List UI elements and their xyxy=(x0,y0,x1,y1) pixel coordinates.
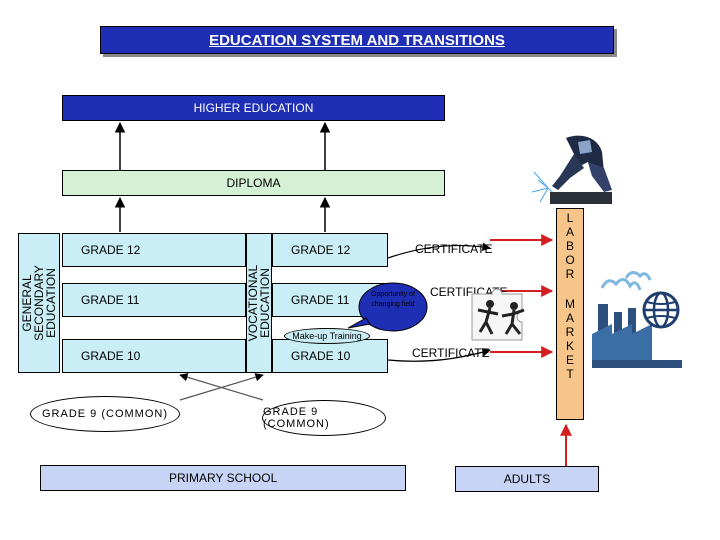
labor-letter: B xyxy=(565,239,574,253)
arrow-to-certificate-bottom xyxy=(387,348,491,362)
vocational-grade-12: GRADE 12 xyxy=(272,233,388,267)
certificate-label-bottom: CERTIFICATE xyxy=(412,346,490,360)
labor-letter: O xyxy=(565,253,575,267)
welder-illustration xyxy=(530,132,612,204)
vocational-grade-10: GRADE 10 xyxy=(272,339,388,373)
general-track-label: GENERAL SECONDARY EDUCATION xyxy=(20,265,58,341)
labor-letter: L xyxy=(566,211,574,225)
primary-school-box: PRIMARY SCHOOL xyxy=(40,465,406,491)
general-grade-11: GRADE 11 xyxy=(62,283,246,317)
grade9-general: GRADE 9 (COMMON) xyxy=(30,396,180,432)
general-grade-10: GRADE 10 xyxy=(62,339,246,373)
page-title: EDUCATION SYSTEM AND TRANSITIONS xyxy=(100,26,614,54)
puzzle-people-illustration xyxy=(471,288,525,341)
labor-letter: R xyxy=(565,267,575,281)
market-letter: T xyxy=(566,367,574,381)
certificate-label-top: CERTIFICATE xyxy=(415,242,493,256)
market-letter: A xyxy=(565,311,574,325)
callout-bubble xyxy=(347,282,428,332)
higher-education-box: HIGHER EDUCATION xyxy=(62,95,445,121)
vocational-track-label-box: VOCATIONAL EDUCATION xyxy=(246,233,272,373)
arrow-to-certificate-top xyxy=(387,242,491,259)
callout-text: Opportunity of changing field xyxy=(371,291,415,308)
vocational-track-label: VOCATIONAL EDUCATION xyxy=(246,264,272,342)
market-letter: R xyxy=(565,325,575,339)
market-letter: K xyxy=(565,339,574,353)
labor-market-column: L A B O R M A R K E T xyxy=(556,208,584,420)
market-letter: M xyxy=(565,297,575,311)
market-letter: E xyxy=(565,353,574,367)
globe-icon xyxy=(642,291,680,329)
general-grade-12: GRADE 12 xyxy=(62,233,246,267)
labor-letter: A xyxy=(565,225,574,239)
grade9-vocational: GRADE 9 (COMMON) xyxy=(262,400,386,436)
diploma-box: DIPLOMA xyxy=(62,170,445,196)
makeup-training-pill: Make-up Training xyxy=(284,328,370,344)
adults-box: ADULTS xyxy=(455,466,599,492)
arrow-cross-2 xyxy=(179,373,264,401)
general-track-label-box: GENERAL SECONDARY EDUCATION xyxy=(18,233,60,373)
